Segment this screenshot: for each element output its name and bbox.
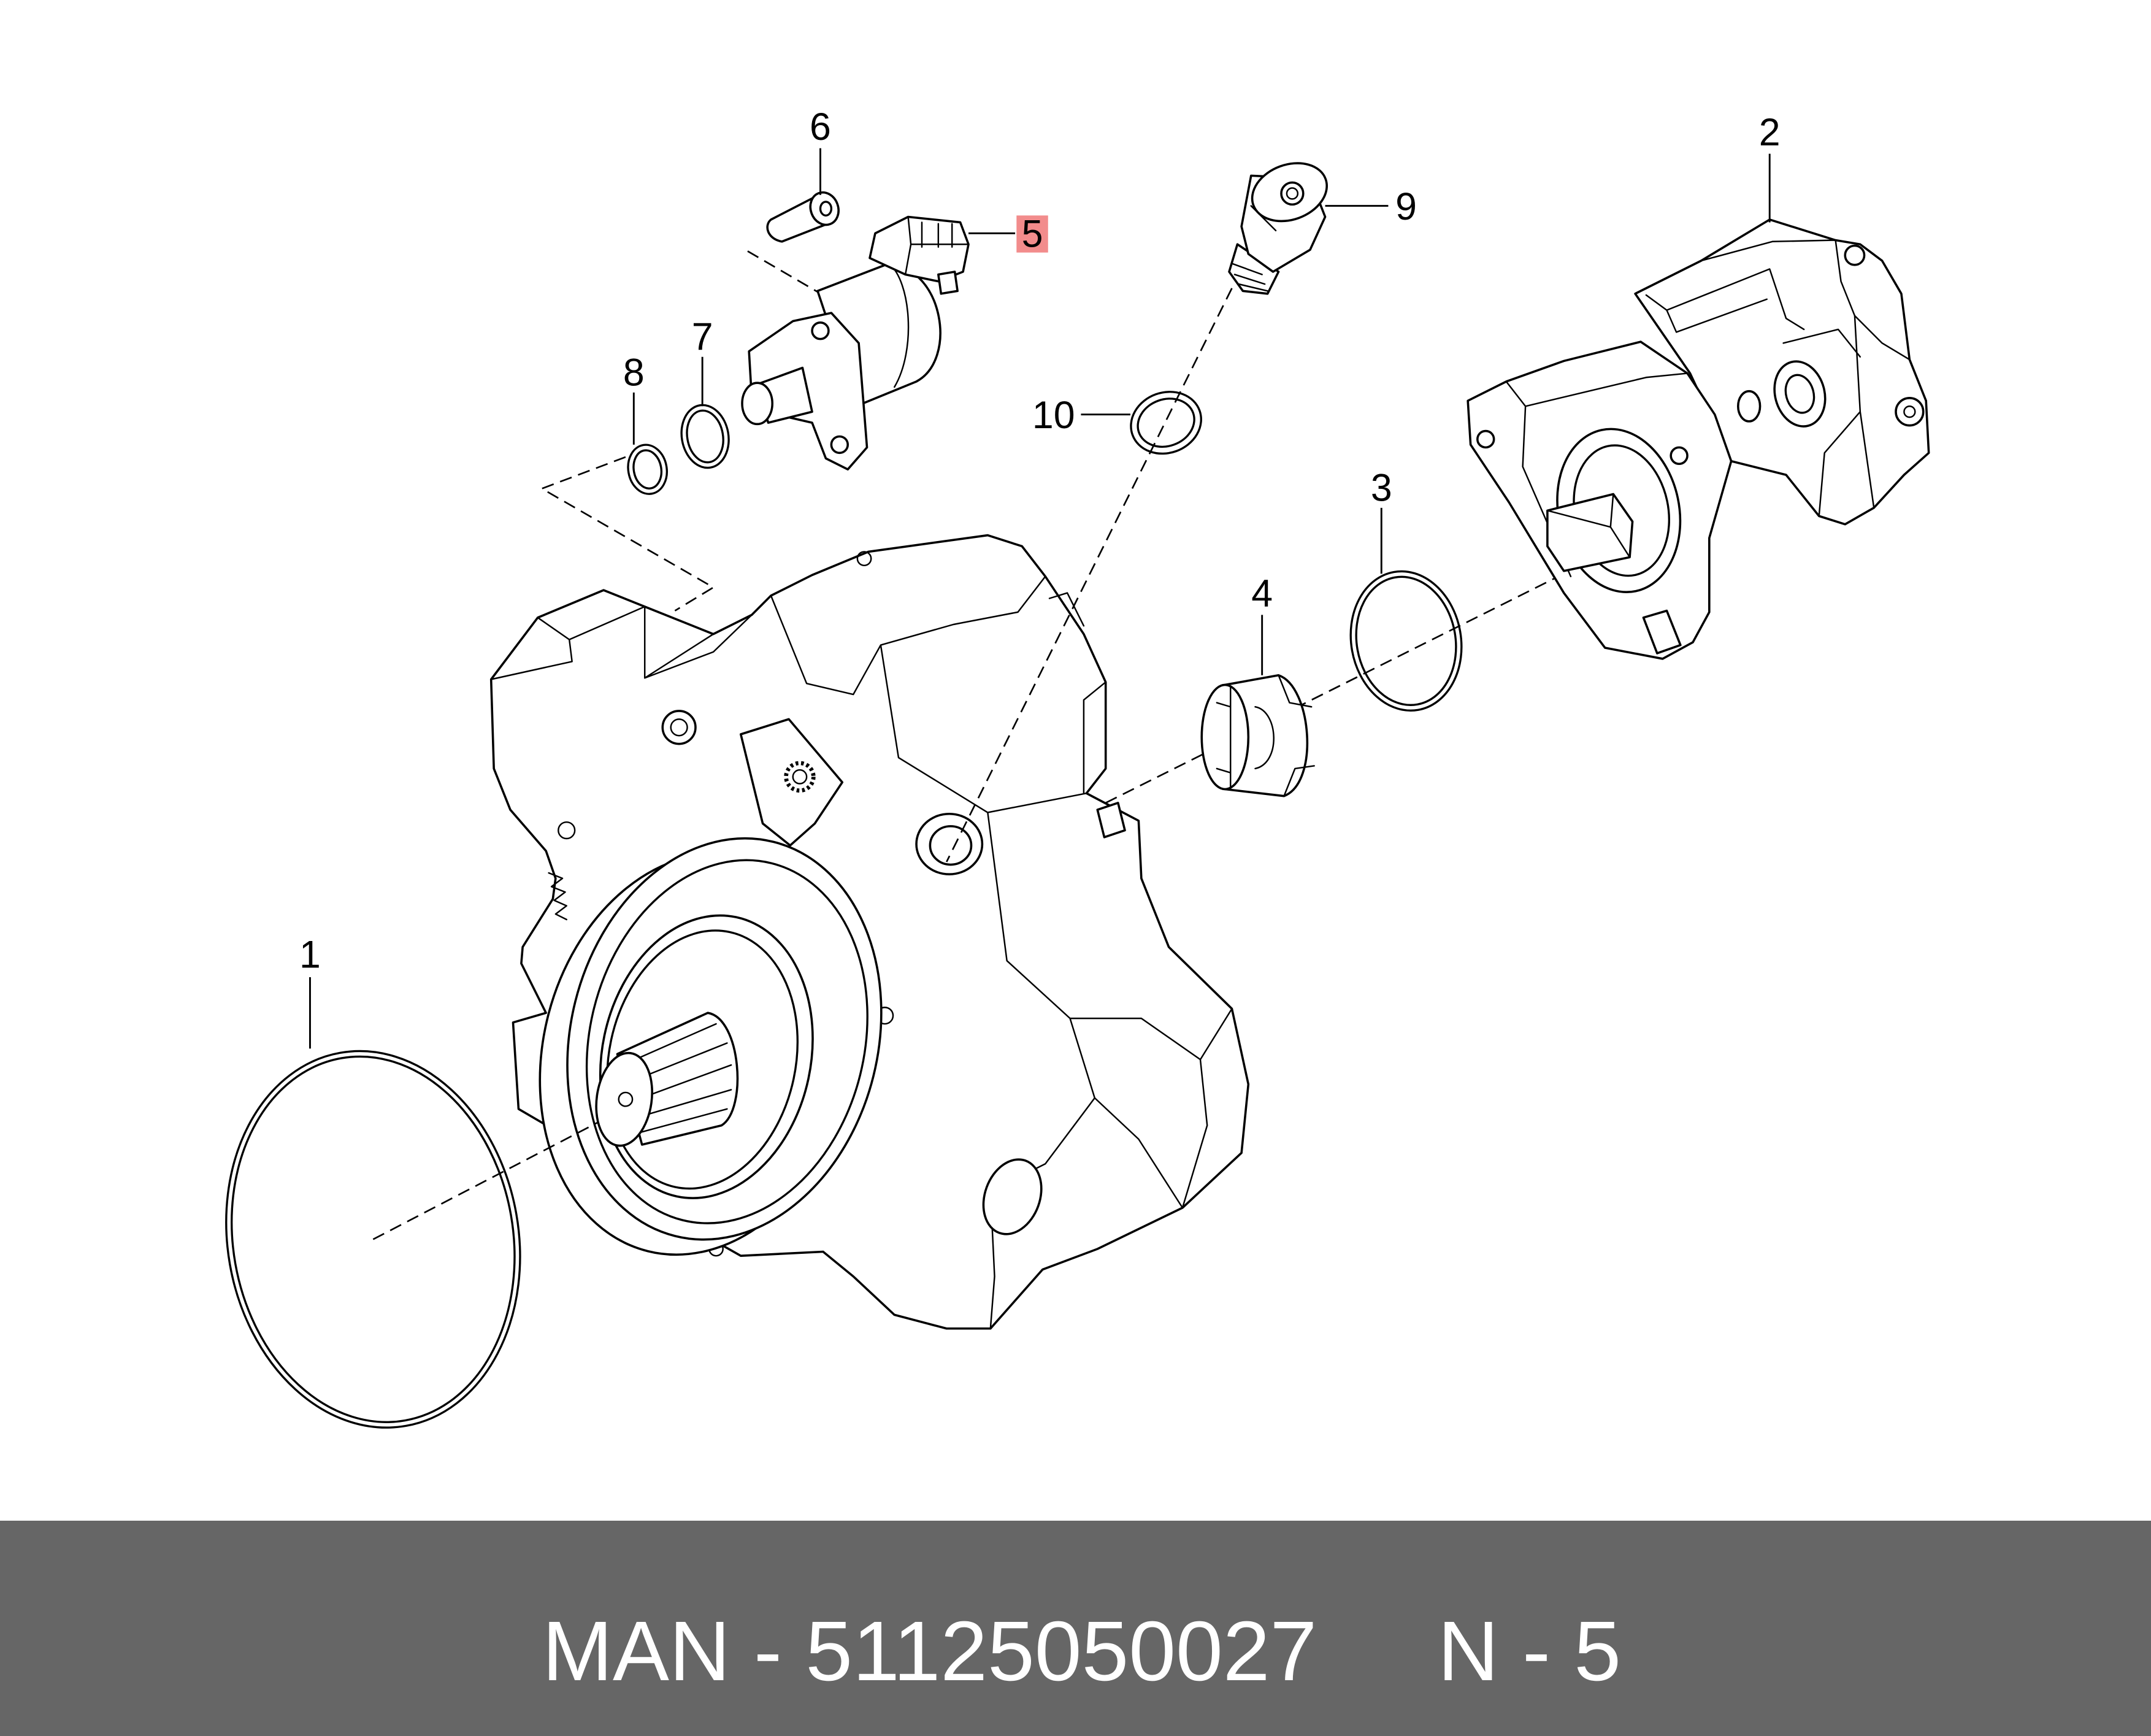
callout-labels: 1 2 3 4 5 6 7 8 9 10: [299, 106, 1781, 976]
o-ring-8-outer: [627, 444, 668, 495]
flange-recess-inner: [606, 929, 799, 1190]
o-ring-10-outer: [1130, 391, 1202, 455]
rear-pump-small-port: [1736, 390, 1762, 423]
shaft-splines: [634, 1023, 732, 1134]
housing-edges: [490, 575, 1233, 1329]
bolt-head: [809, 191, 840, 226]
housing-small-hole: [856, 551, 872, 567]
o-ring-10: [1130, 391, 1202, 455]
flange-rim: [585, 859, 868, 1224]
valve-9-bore-inner: [1286, 187, 1299, 200]
o-ring-8: [627, 444, 668, 495]
bolt: [766, 191, 840, 243]
axis-line-valve-9: [946, 288, 1233, 862]
rear-pump-tang-edge: [1546, 493, 1631, 558]
rear-pump: [1467, 218, 1930, 660]
solenoid-flange-hole: [830, 435, 849, 455]
bolt-socket: [819, 201, 833, 217]
rear-pump-port: [1773, 360, 1827, 428]
o-ring-7: [680, 404, 730, 469]
callout-2: 2: [1759, 111, 1781, 154]
axis-line-coupling: [1105, 573, 1565, 804]
housing-notch: [1096, 802, 1126, 839]
callout-5: 5: [1022, 213, 1043, 256]
leader-lines: [309, 148, 1771, 1049]
coupling-face: [1200, 683, 1250, 791]
solenoid-connector-ribs: [904, 216, 970, 275]
callout-5-highlight: [1016, 215, 1048, 253]
splined-shaft: [595, 1012, 739, 1147]
o-ring-7-outer: [680, 404, 730, 469]
o-ring-large-outer: [225, 1050, 521, 1429]
rear-pump-ribs: [1645, 239, 1911, 517]
rear-pump-flange-hole: [1476, 429, 1495, 449]
o-ring-3-outer: [1349, 570, 1463, 712]
rear-pump-boss-top: [1844, 244, 1866, 266]
o-ring-10-inner: [1137, 398, 1195, 448]
solenoid-clip: [937, 271, 959, 295]
o-ring-large-inner: [231, 1055, 516, 1423]
shaft-end: [595, 1051, 653, 1147]
housing-gear-teeth: [548, 872, 567, 921]
rear-pump-boss-inner: [1903, 405, 1916, 418]
housing-small-hole: [558, 821, 576, 840]
callout-4: 4: [1251, 572, 1273, 615]
rear-pump-port-inner: [1784, 374, 1816, 414]
solenoid-cylinder-edge: [888, 263, 910, 388]
o-ring-8-inner: [632, 449, 663, 490]
solenoid-nose-end: [741, 382, 773, 426]
housing-bolt-hole: [661, 710, 697, 745]
exploded-parts-diagram: 1 2 3 4 5 6 7 8 9 10: [225, 106, 1930, 1429]
part-number-label: MAN - 51125050027: [542, 1604, 1317, 1699]
coupling-slot: [1216, 685, 1232, 790]
valve-9: [1228, 162, 1329, 295]
housing-lower-port: [982, 1158, 1043, 1235]
o-ring-large: [225, 1050, 521, 1429]
callout-1: 1: [299, 933, 321, 976]
housing-port-inner: [929, 825, 973, 866]
callout-10: 10: [1032, 394, 1075, 437]
shaft-center: [618, 1091, 634, 1107]
position-label: N - 5: [1438, 1604, 1622, 1699]
gear-icon: [784, 761, 816, 793]
coupling: [1200, 674, 1315, 797]
rear-pump-boss: [1895, 397, 1925, 427]
rear-pump-flange-hole: [1670, 446, 1689, 466]
valve-9-bore: [1280, 181, 1305, 206]
solenoid-flange-hole: [811, 321, 830, 340]
coupling-teeth: [1254, 674, 1315, 797]
rear-pump-flange-tab: [1642, 609, 1682, 655]
callout-3: 3: [1371, 467, 1392, 510]
axis-line-valve-group: [540, 456, 715, 612]
callout-7: 7: [692, 316, 713, 359]
o-ring-7-inner: [686, 409, 724, 464]
valve-9-threads: [1231, 263, 1268, 292]
gear-hub: [792, 769, 808, 785]
axis-line-oring-1: [372, 1113, 614, 1240]
solenoid-valve: [741, 215, 970, 470]
part-info-bar: MAN - 51125050027 N - 5: [0, 1521, 2151, 1736]
housing-bolt-hole-inner: [670, 718, 688, 737]
o-ring-3-inner: [1355, 575, 1457, 707]
o-ring-3: [1349, 570, 1463, 712]
callout-8: 8: [623, 351, 645, 394]
callout-9: 9: [1395, 185, 1417, 228]
callout-6: 6: [810, 106, 831, 148]
